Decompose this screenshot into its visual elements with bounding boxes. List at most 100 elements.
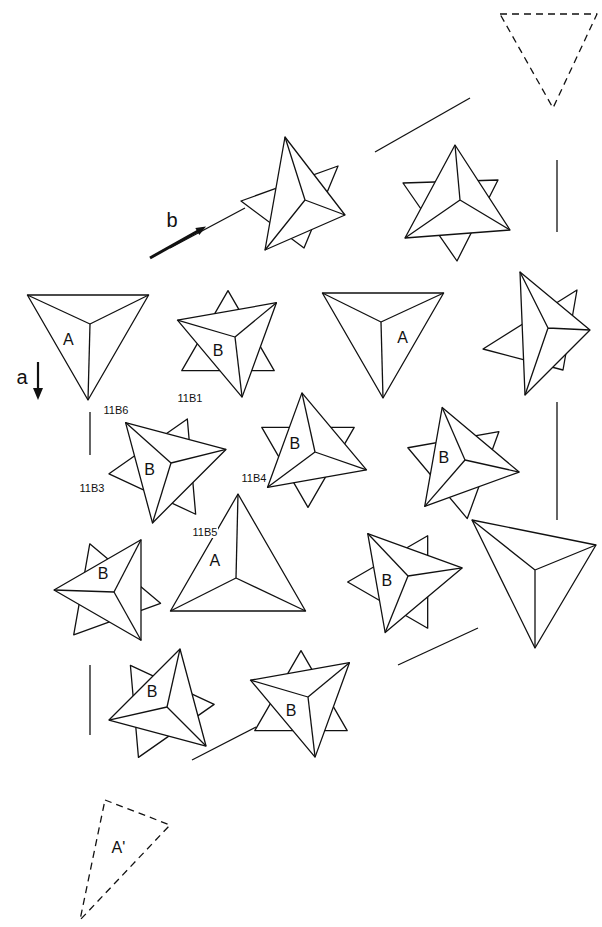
atom-label: 11B3 bbox=[79, 483, 106, 494]
site-holder: A bbox=[63, 332, 74, 348]
site-holder: B bbox=[382, 573, 393, 589]
tetrahedron-edges bbox=[265, 137, 345, 250]
tetrahedron-outline bbox=[173, 286, 281, 402]
tetrahedron-outline bbox=[257, 388, 371, 512]
tetrahedron-front bbox=[472, 520, 596, 648]
site-letter: B bbox=[289, 436, 300, 452]
atom-label: 11B4 bbox=[241, 473, 268, 484]
tetrahedron-outline bbox=[23, 291, 153, 404]
tetrahedron-edge bbox=[167, 649, 180, 707]
tetrahedron-edge bbox=[177, 320, 235, 337]
site-holder: A bbox=[397, 330, 408, 346]
axis-label-holder: b bbox=[165, 210, 178, 230]
site-letter: B bbox=[439, 450, 450, 466]
tetrahedron-outline bbox=[104, 644, 219, 762]
tetrahedron-front bbox=[268, 393, 367, 487]
tetrahedron: B bbox=[50, 535, 165, 645]
tetrahedron-front bbox=[126, 423, 226, 523]
tetrahedron: A bbox=[318, 289, 448, 402]
tetrahedron: B bbox=[105, 414, 230, 527]
tetrahedron: A bbox=[23, 291, 153, 404]
tetrahedron-outline bbox=[76, 796, 174, 924]
tetrahedron-edge bbox=[465, 460, 519, 472]
atom-label-holder: 11B5 bbox=[192, 527, 219, 538]
site-letter: B bbox=[382, 573, 393, 589]
tetrahedron-outline bbox=[403, 403, 524, 523]
tetrahedron-edges bbox=[405, 145, 510, 238]
site-holder: B bbox=[144, 462, 155, 478]
site-letter: B bbox=[147, 684, 158, 700]
tetrahedron-edge bbox=[302, 393, 315, 452]
tetrahedron-outline bbox=[50, 535, 165, 645]
site-holder: B bbox=[147, 684, 158, 700]
atom-label-holder: 11B6 bbox=[103, 405, 130, 416]
tetrahedron: B bbox=[257, 388, 371, 512]
tetrahedron: B bbox=[173, 286, 281, 402]
tetrahedron-edge bbox=[235, 337, 242, 397]
atom-label-holder: 11B1 bbox=[177, 393, 204, 404]
tetrahedron-edge bbox=[308, 663, 349, 697]
tetrahedron-edge bbox=[88, 324, 90, 400]
tetrahedron-outline bbox=[166, 490, 310, 615]
axis-label-holder: a bbox=[15, 367, 28, 387]
tetrahedron-edge bbox=[236, 578, 306, 611]
site-holder: B bbox=[98, 566, 109, 582]
tetrahedron-edge bbox=[54, 590, 114, 592]
site-letter: B bbox=[98, 566, 109, 582]
tetrahedron-edge bbox=[408, 568, 462, 576]
tetrahedron-front bbox=[80, 800, 170, 920]
atom-label: 11B5 bbox=[192, 527, 219, 538]
tetrahedron-edge bbox=[90, 295, 149, 324]
site-holder: B bbox=[286, 703, 297, 719]
site-letter: A' bbox=[111, 840, 125, 856]
tetrahedron-outline bbox=[318, 289, 448, 402]
atom-label-holder: 11B3 bbox=[79, 483, 106, 494]
tetrahedron: B bbox=[104, 644, 219, 762]
site-letter: B bbox=[144, 462, 155, 478]
tetrahedron-front bbox=[322, 293, 443, 398]
tetrahedron-front bbox=[109, 649, 206, 746]
tetrahedron-edge bbox=[268, 452, 315, 487]
tetrahedron-outline bbox=[246, 646, 354, 762]
tetrahedron-front bbox=[250, 663, 349, 757]
tetrahedron-edge bbox=[250, 680, 308, 697]
site-holder: A bbox=[209, 553, 220, 569]
tetrahedron: B bbox=[403, 403, 524, 523]
site-letter: A bbox=[209, 553, 220, 569]
tetrahedron-edge bbox=[126, 423, 171, 463]
tetrahedron-edge bbox=[425, 460, 465, 506]
tetrahedron-front bbox=[405, 145, 510, 238]
tetrahedron-front bbox=[265, 137, 345, 250]
tetrahedron-edge bbox=[381, 293, 444, 322]
site-holder: A' bbox=[111, 840, 125, 856]
tetrahedron-edge bbox=[315, 452, 367, 470]
dashed-triangle bbox=[500, 14, 597, 108]
tetrahedron-edge bbox=[27, 295, 90, 324]
tetrahedron-edge bbox=[152, 463, 171, 523]
tetrahedron-edges bbox=[472, 520, 596, 648]
tetrahedron-front bbox=[27, 295, 148, 400]
tetrahedron-front bbox=[425, 407, 519, 506]
tetrahedron-front bbox=[54, 540, 141, 640]
site-letter: B bbox=[286, 703, 297, 719]
tetrahedron-edge bbox=[170, 578, 236, 611]
tetrahedron-edges bbox=[520, 272, 590, 395]
site-holder: B bbox=[289, 436, 300, 452]
tetrahedron-edge bbox=[381, 322, 383, 398]
atom-label: 11B1 bbox=[177, 393, 204, 404]
axis-label: a bbox=[15, 367, 28, 387]
tetrahedron-edge bbox=[235, 303, 276, 337]
tetrahedron-edge bbox=[322, 293, 381, 322]
cell-lines bbox=[90, 98, 557, 760]
tetrahedron-edge bbox=[109, 707, 167, 720]
site-letter: A bbox=[397, 330, 408, 346]
tetrahedron: B bbox=[343, 529, 467, 637]
tetrahedron-front bbox=[170, 494, 305, 611]
atom-label-holder: 11B4 bbox=[241, 473, 268, 484]
tetrahedron-front bbox=[177, 303, 276, 397]
tetrahedron-edge bbox=[114, 592, 141, 640]
tetrahedron-edge bbox=[171, 449, 226, 463]
tetrahedron-edge bbox=[114, 540, 141, 592]
site-letter: B bbox=[213, 343, 224, 359]
tetrahedron-edge bbox=[167, 707, 206, 746]
